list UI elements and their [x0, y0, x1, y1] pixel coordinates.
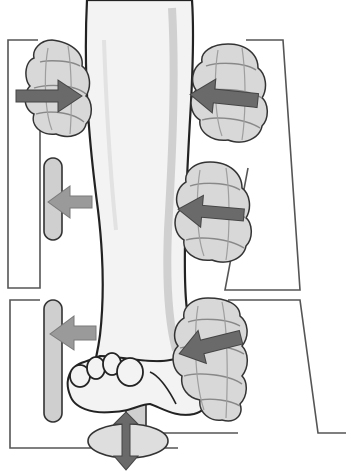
toe-2 — [87, 357, 105, 379]
left-lower-paddle — [44, 300, 62, 422]
toe-4 — [117, 358, 143, 386]
